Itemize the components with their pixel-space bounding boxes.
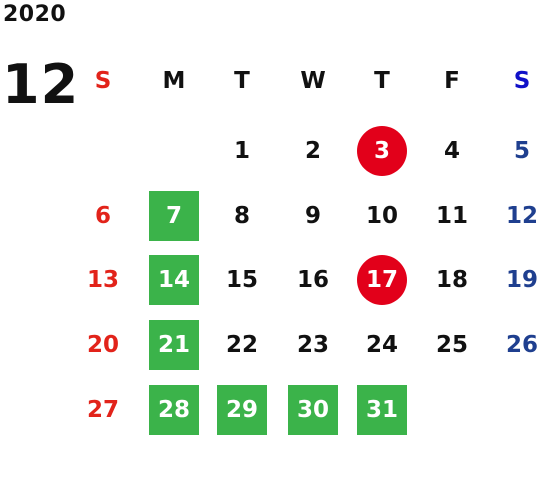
day-cell-10: 10 — [365, 202, 398, 229]
day-cell-27: 27 — [86, 396, 119, 423]
weekday-header: M — [162, 67, 186, 94]
day-cell-31: 31 — [357, 385, 407, 435]
year-label: 2020 — [3, 2, 67, 27]
day-cell-29: 29 — [217, 385, 267, 435]
day-cell-17: 17 — [357, 255, 407, 305]
day-cell-26: 26 — [505, 331, 538, 358]
day-cell-23: 23 — [296, 331, 329, 358]
day-cell-18: 18 — [435, 266, 468, 293]
day-cell-12: 12 — [505, 202, 538, 229]
weekday-header: F — [444, 67, 460, 94]
weekday-header: S — [94, 67, 112, 94]
day-cell-15: 15 — [225, 266, 258, 293]
day-cell-8: 8 — [233, 202, 250, 229]
weekday-header: T — [374, 67, 390, 94]
day-cell-9: 9 — [304, 202, 321, 229]
weekday-header: W — [300, 67, 326, 94]
day-cell-20: 20 — [86, 331, 119, 358]
day-cell-7: 7 — [149, 191, 199, 241]
month-label: 12 — [2, 53, 80, 116]
day-cell-14: 14 — [149, 255, 199, 305]
day-cell-30: 30 — [288, 385, 338, 435]
day-cell-6: 6 — [94, 202, 111, 229]
day-cell-3: 3 — [357, 126, 407, 176]
day-cell-11: 11 — [435, 202, 468, 229]
day-cell-1: 1 — [233, 137, 250, 164]
day-cell-5: 5 — [513, 137, 530, 164]
weekday-header: S — [513, 67, 531, 94]
day-cell-2: 2 — [304, 137, 321, 164]
day-cell-24: 24 — [365, 331, 398, 358]
day-cell-13: 13 — [86, 266, 119, 293]
weekday-header: T — [234, 67, 250, 94]
day-cell-16: 16 — [296, 266, 329, 293]
day-cell-21: 21 — [149, 320, 199, 370]
day-cell-4: 4 — [443, 137, 460, 164]
day-cell-22: 22 — [225, 331, 258, 358]
day-cell-19: 19 — [505, 266, 538, 293]
day-cell-25: 25 — [435, 331, 468, 358]
day-cell-28: 28 — [149, 385, 199, 435]
